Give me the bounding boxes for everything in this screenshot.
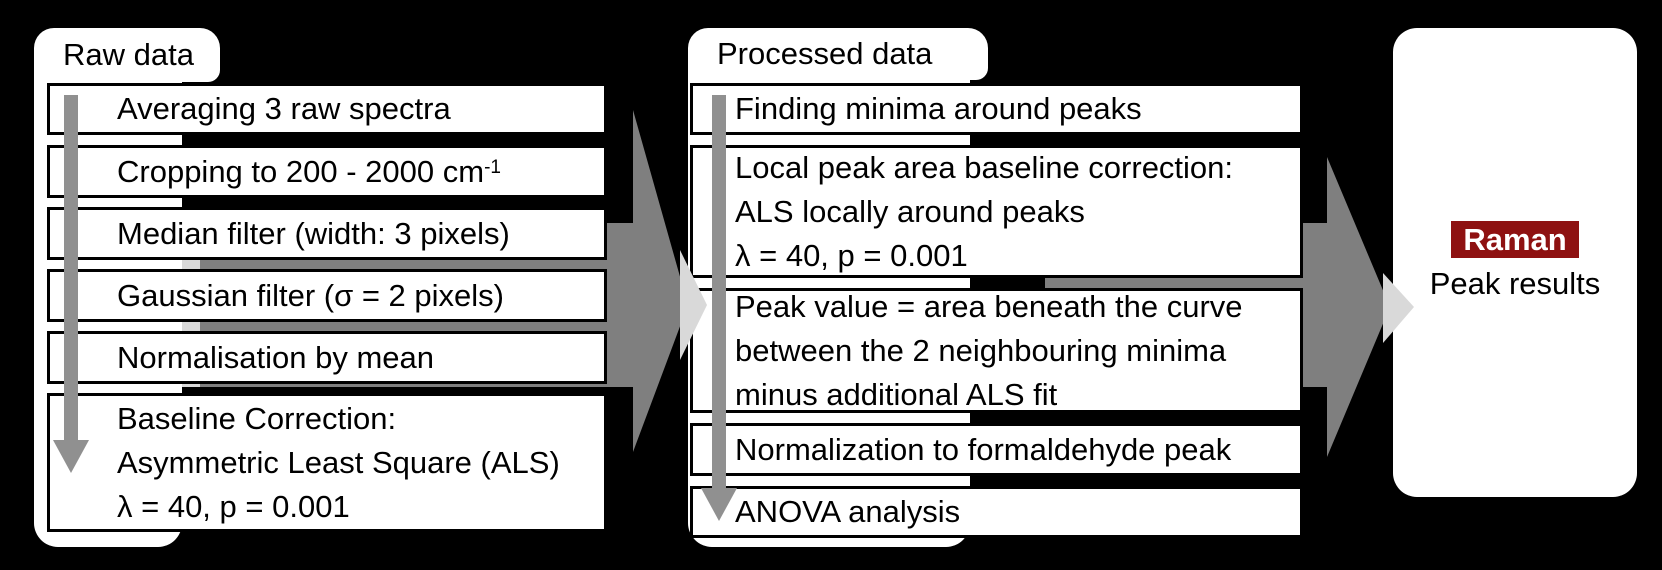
- raman-badge: Raman: [1451, 221, 1579, 258]
- step-text: Averaging 3 raw spectra: [117, 91, 451, 126]
- step-text: between the 2 neighbouring minima: [735, 332, 1227, 368]
- step-text: Asymmetric Least Square (ALS): [117, 444, 560, 480]
- step-text: Cropping to 200 - 2000 cm-1: [117, 153, 501, 189]
- step-text: λ = 40, p = 0.001: [117, 488, 350, 524]
- step-formaldehyde-normalization: Normalization to formaldehyde peak: [690, 423, 1303, 476]
- step-text: ALS locally around peaks: [735, 193, 1085, 229]
- step-text: Finding minima around peaks: [735, 91, 1142, 126]
- step-cropping: Cropping to 200 - 2000 cm-1: [47, 145, 607, 198]
- step-median-filter: Median filter (width: 3 pixels): [47, 207, 607, 260]
- step-peak-value: Peak value = area beneath the curve betw…: [690, 288, 1303, 413]
- step-text: ANOVA analysis: [735, 494, 961, 529]
- step-text: Local peak area baseline correction:: [735, 149, 1234, 185]
- step-text: Baseline Correction:: [117, 400, 397, 436]
- step-anova: ANOVA analysis: [690, 486, 1303, 538]
- processed-data-tab: Processed data: [688, 28, 988, 80]
- step-text: Normalization to formaldehyde peak: [735, 431, 1232, 467]
- results-panel: Raman Peak results: [1393, 28, 1637, 497]
- step-normalisation: Normalisation by mean: [47, 331, 607, 384]
- processed-data-tab-label: Processed data: [717, 36, 933, 71]
- superscript: -1: [484, 156, 501, 178]
- step-baseline-correction: Baseline Correction: Asymmetric Least Sq…: [47, 393, 607, 532]
- step-text: Normalisation by mean: [117, 339, 435, 375]
- step-finding-minima: Finding minima around peaks: [690, 83, 1303, 135]
- step-text: Median filter (width: 3 pixels): [117, 215, 510, 251]
- raw-data-tab: Raw data: [34, 28, 220, 82]
- peak-results-label: Peak results: [1429, 266, 1601, 301]
- step-text: Peak value = area beneath the curve: [735, 288, 1243, 324]
- raw-data-tab-label: Raw data: [63, 37, 194, 72]
- step-local-baseline-correction: Local peak area baseline correction: ALS…: [690, 145, 1303, 278]
- step-gaussian-filter: Gaussian filter (σ = 2 pixels): [47, 269, 607, 322]
- step-text: λ = 40, p = 0.001: [735, 237, 968, 273]
- step-averaging: Averaging 3 raw spectra: [47, 83, 607, 135]
- step-text: minus additional ALS fit: [735, 376, 1058, 412]
- step-text: Gaussian filter (σ = 2 pixels): [117, 277, 504, 313]
